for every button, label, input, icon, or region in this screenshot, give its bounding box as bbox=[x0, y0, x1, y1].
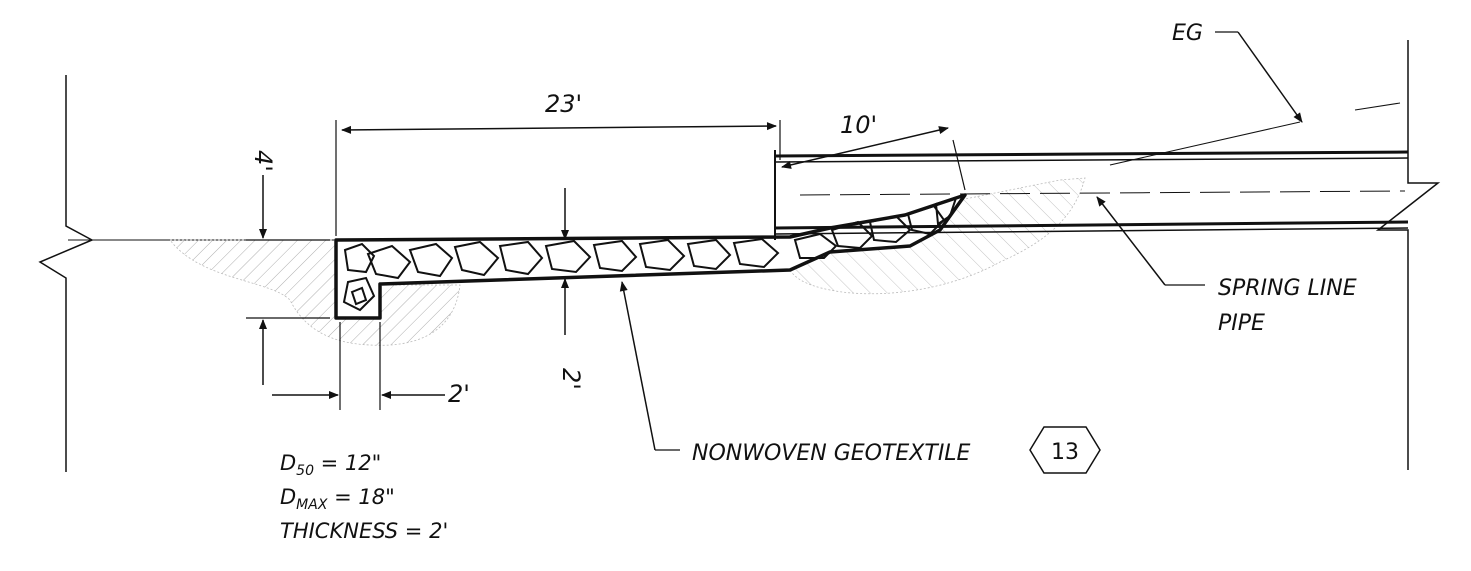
eg-leader: EG bbox=[1172, 21, 1303, 123]
dimension-10ft: 10' bbox=[781, 111, 966, 191]
dimension-10ft-label: 10' bbox=[840, 111, 877, 139]
spring-line-label: SPRING LINE bbox=[1218, 276, 1357, 301]
culvert-pipe bbox=[774, 150, 1409, 240]
dimension-4ft: 4' bbox=[246, 150, 330, 385]
spring-line-leader: SPRING LINE PIPE bbox=[1096, 196, 1357, 336]
excavation-hatch-left bbox=[169, 239, 461, 346]
dimension-thickness-2ft: 2' bbox=[557, 188, 585, 390]
note-d50: D50 = 12" bbox=[280, 451, 381, 479]
riprap-apron bbox=[334, 193, 967, 320]
right-break-line bbox=[1375, 40, 1441, 470]
dimension-thickness-2ft-label: 2' bbox=[557, 368, 585, 390]
material-notes: D50 = 12" DMAX = 18" THICKNESS = 2' bbox=[280, 451, 448, 543]
detail-reference-number: 13 bbox=[1051, 440, 1079, 465]
dimension-23ft-label: 23' bbox=[545, 90, 582, 118]
dimension-toe-width-2ft: 2' bbox=[272, 322, 470, 410]
note-thickness: THICKNESS = 2' bbox=[280, 519, 448, 543]
spring-line-pipe-label: PIPE bbox=[1218, 311, 1265, 336]
note-dmax: DMAX = 18" bbox=[280, 485, 395, 513]
dimension-23ft: 23' bbox=[335, 90, 781, 236]
eg-label: EG bbox=[1172, 21, 1203, 46]
geotextile-leader: NONWOVEN GEOTEXTILE 13 bbox=[619, 281, 1101, 474]
dimension-toe-width-2ft-label: 2' bbox=[448, 380, 470, 408]
detail-reference-hexagon bbox=[1029, 426, 1101, 474]
geotextile-label: NONWOVEN GEOTEXTILE bbox=[692, 441, 971, 466]
dimension-4ft-label: 4' bbox=[249, 150, 277, 172]
left-break-line bbox=[38, 75, 94, 472]
excavation-hatch-right bbox=[789, 177, 1086, 295]
